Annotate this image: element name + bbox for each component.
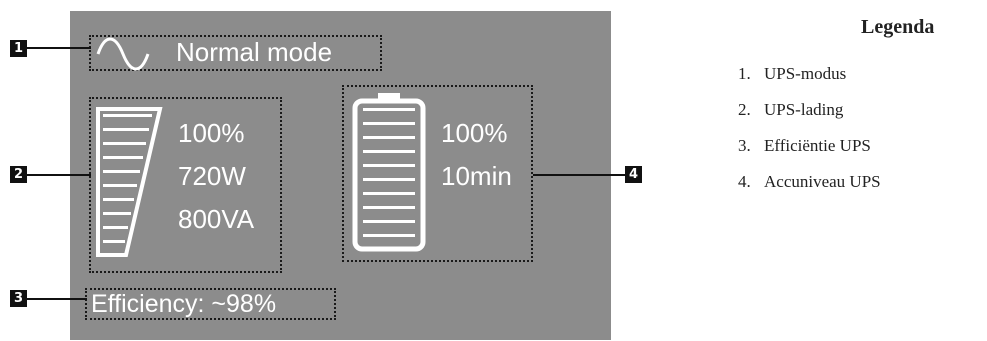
legend-item: 1. UPS-modus — [738, 62, 881, 98]
mode-label: Normal mode — [176, 37, 333, 67]
load-box — [89, 97, 282, 273]
efficiency-label: Efficiency: ~98% — [91, 290, 277, 318]
load-percent: 100% — [178, 118, 245, 148]
legend-item-number: 2. — [738, 100, 751, 119]
legend-item-number: 1. — [738, 64, 751, 83]
legend-item: 4. Accuniveau UPS — [738, 170, 881, 206]
legend-item: 2. UPS-lading — [738, 98, 881, 134]
legend-title: Legenda — [861, 16, 935, 38]
legend-item-label: Accuniveau UPS — [764, 172, 881, 191]
sine-wave-icon — [96, 37, 150, 71]
battery-icon — [352, 93, 426, 252]
callout-1: 1 — [10, 40, 27, 57]
battery-box — [342, 85, 533, 262]
leader-line-4 — [533, 174, 625, 176]
load-level-bars-icon — [96, 107, 163, 257]
efficiency-box — [85, 288, 336, 320]
legend-item-number: 3. — [738, 136, 751, 155]
legend-item-label: UPS-lading — [764, 100, 844, 119]
leader-line-3 — [27, 298, 87, 300]
battery-percent: 100% — [441, 118, 508, 148]
callout-3: 3 — [10, 290, 27, 307]
mode-box — [89, 35, 382, 71]
callout-2: 2 — [10, 166, 27, 183]
legend-list: 1. UPS-modus 2. UPS-lading 3. Efficiëntie U… — [738, 62, 881, 206]
load-watts: 720W — [178, 161, 246, 191]
leader-line-2 — [27, 174, 91, 176]
load-va: 800VA — [178, 204, 255, 234]
legend-item-number: 4. — [738, 172, 751, 191]
leader-line-1 — [27, 47, 91, 49]
callout-4: 4 — [625, 166, 642, 183]
legend-item: 3. Efficiëntie UPS — [738, 134, 881, 170]
ups-lcd-screen: Normal mode 100% 720W 800VA — [70, 11, 611, 340]
battery-runtime: 10min — [441, 161, 512, 191]
legend-item-label: Efficiëntie UPS — [764, 136, 871, 155]
legend-item-label: UPS-modus — [764, 64, 847, 83]
